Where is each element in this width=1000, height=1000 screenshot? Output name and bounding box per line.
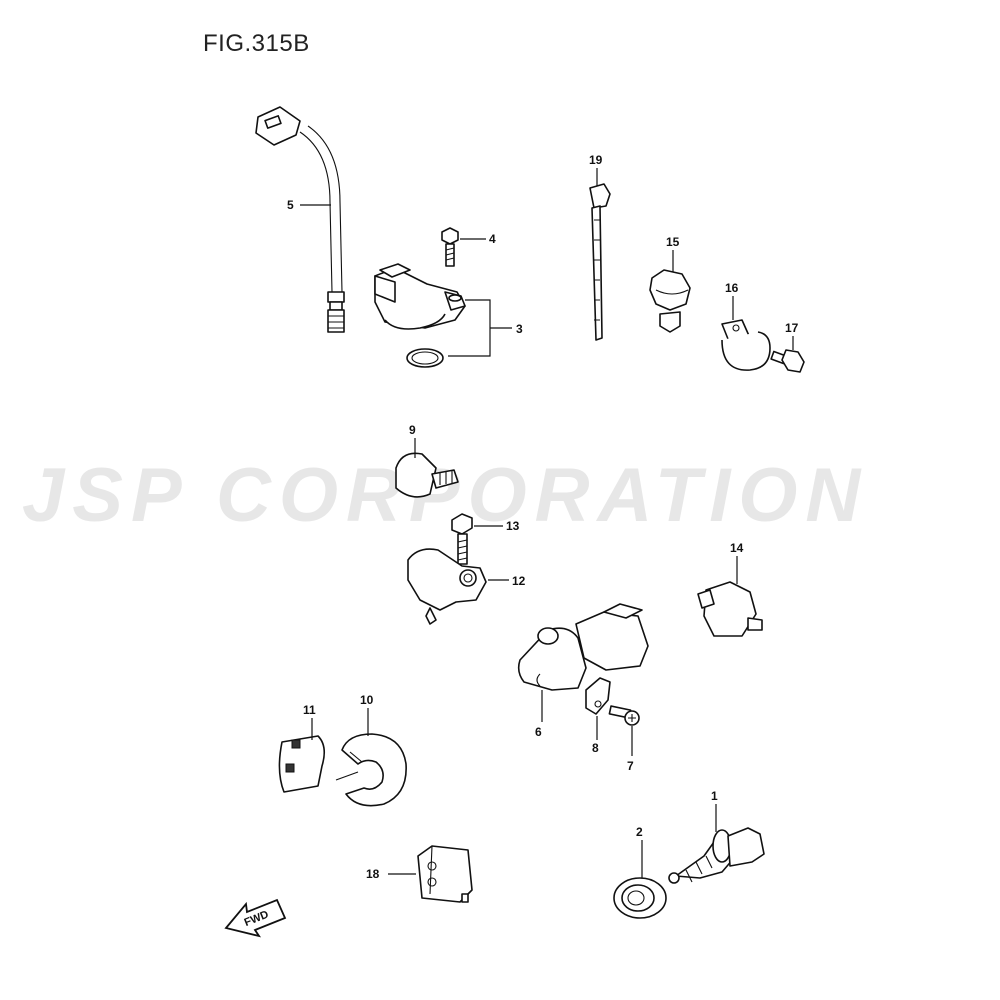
callout-15: 15	[666, 235, 680, 249]
part-5-sensor-cable[interactable]	[255, 106, 345, 333]
callout-11: 11	[303, 703, 316, 717]
part-1-temperature-sensor[interactable]	[668, 827, 765, 884]
part-2-seal[interactable]	[613, 877, 667, 919]
figure-title: FIG.315B	[203, 30, 310, 57]
callout-8: 8	[592, 741, 599, 755]
callout-13: 13	[506, 519, 520, 533]
part-8-bracket[interactable]	[585, 677, 611, 715]
callout-17: 17	[785, 321, 799, 335]
part-17-flange-bolt[interactable]	[770, 349, 805, 373]
callout-6: 6	[535, 725, 542, 739]
callout-1: 1	[711, 789, 718, 803]
part-6-position-sensor[interactable]	[517, 603, 649, 691]
part-3-pressure-sensor[interactable]	[374, 263, 466, 368]
callout-5: 5	[287, 198, 294, 212]
part-13-bolt[interactable]	[451, 513, 473, 565]
part-4-bolt[interactable]	[441, 227, 459, 267]
part-12-sensor[interactable]	[407, 548, 487, 625]
callout-18: 18	[366, 867, 380, 881]
callout-7: 7	[627, 759, 634, 773]
callout-16: 16	[725, 281, 739, 295]
callout-12: 12	[512, 574, 526, 588]
part-15-clip[interactable]	[649, 269, 691, 333]
part-16-bracket-clamp[interactable]	[721, 319, 771, 371]
callout-19: 19	[589, 153, 603, 167]
callout-2: 2	[636, 825, 643, 839]
part-7-screw[interactable]	[608, 705, 640, 726]
part-18-rubber-block[interactable]	[417, 845, 473, 903]
callout-9: 9	[409, 423, 416, 437]
callout-14: 14	[730, 541, 744, 555]
part-14-pressure-switch[interactable]	[697, 581, 763, 637]
callout-3: 3	[516, 322, 523, 336]
callout-4: 4	[489, 232, 496, 246]
fwd-arrow: FWD	[224, 898, 287, 938]
part-11-holder[interactable]	[278, 735, 326, 793]
callout-10: 10	[360, 693, 374, 707]
part-9-sensor[interactable]	[395, 452, 459, 498]
part-10-rubber-boot[interactable]	[335, 733, 407, 807]
part-19-cable-tie[interactable]	[589, 183, 611, 341]
